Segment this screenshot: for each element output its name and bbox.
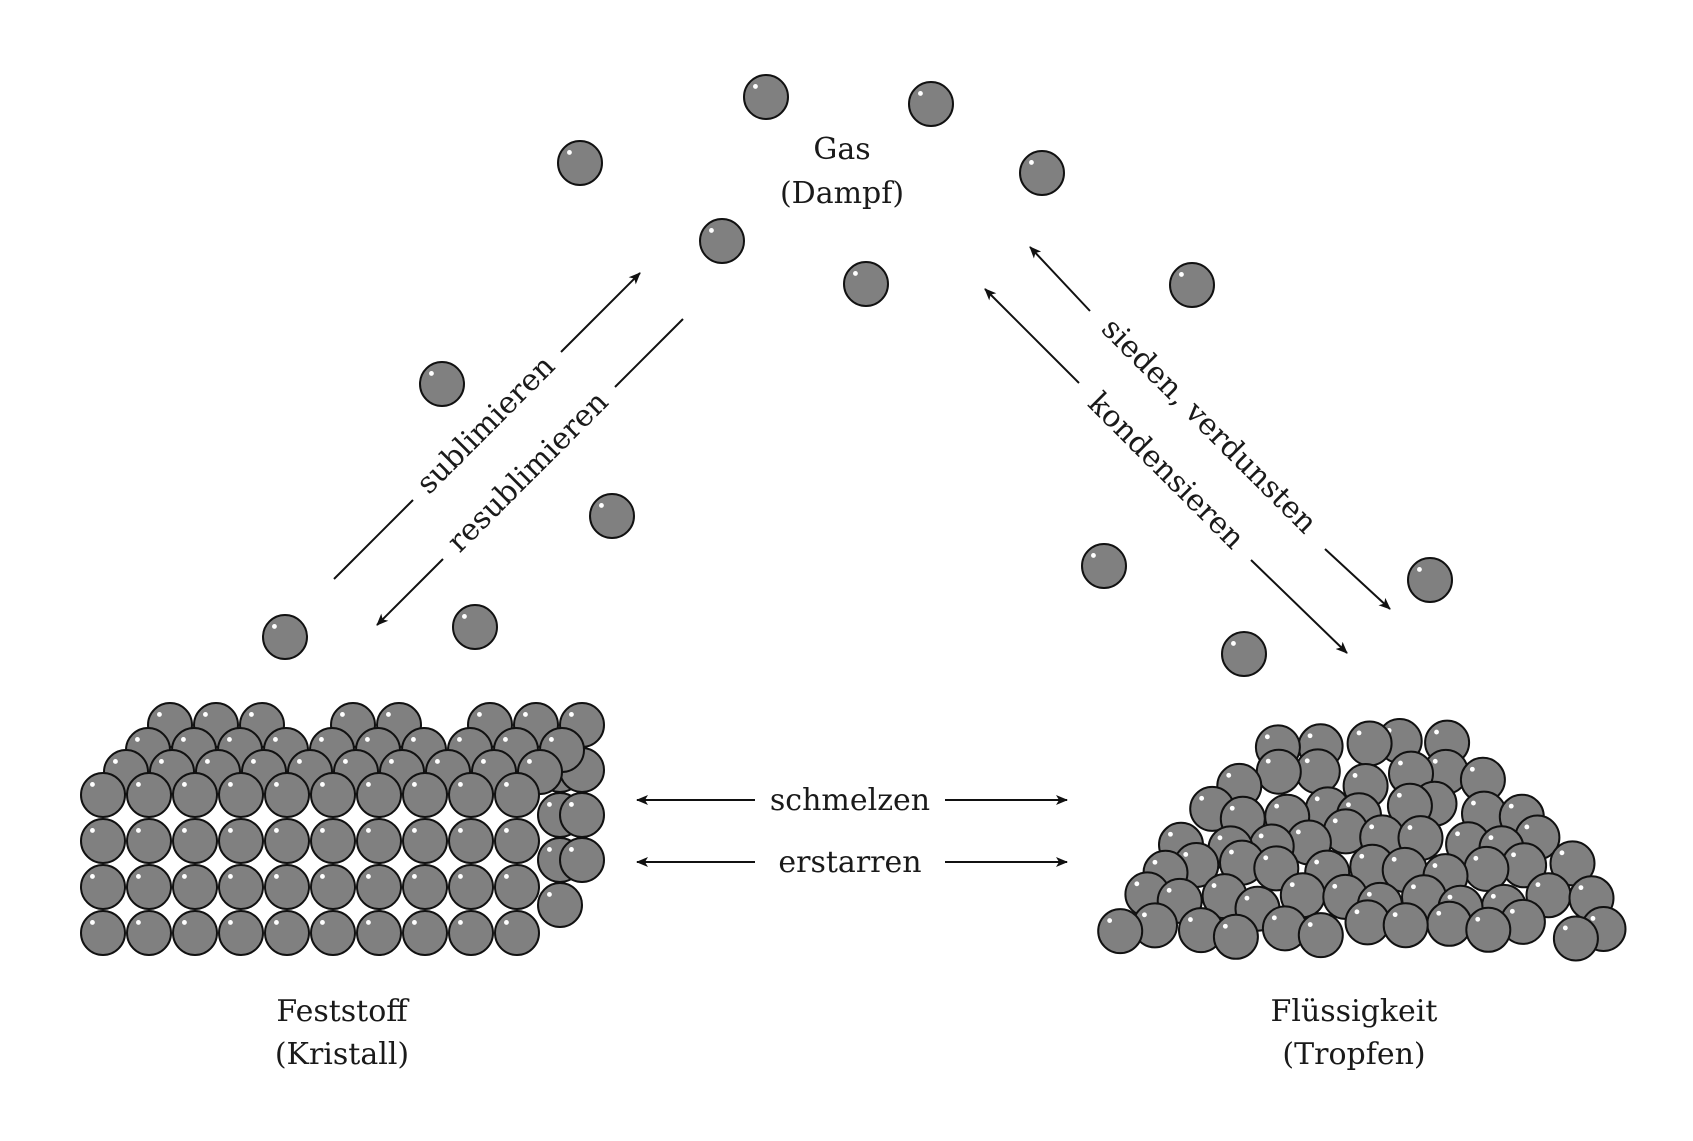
liquid-particle <box>1255 748 1302 795</box>
liquid-particle <box>1261 905 1308 952</box>
gas-particles <box>262 74 1453 677</box>
gas-particle <box>1019 150 1065 196</box>
resublimate-arrow-head <box>376 558 444 626</box>
solid-particle <box>559 837 605 883</box>
liquid-particle <box>1426 900 1473 947</box>
gas-sublabel: (Dampf) <box>780 176 904 211</box>
gas-label: Gas <box>813 132 870 167</box>
solid-particle <box>494 772 540 818</box>
gas-particle <box>908 81 954 127</box>
boil-arrow-head <box>1029 246 1091 312</box>
condense-label: kondensieren <box>1081 386 1251 556</box>
liquid-droplet-particles <box>1097 718 1627 962</box>
gas-particle <box>1169 262 1215 308</box>
solid-particle <box>356 910 402 956</box>
boil-arrow-tail <box>1324 548 1391 610</box>
melt-label: schmelzen <box>770 783 930 818</box>
solid-particle <box>448 864 494 910</box>
solid-particle <box>402 818 448 864</box>
gas-particle <box>699 218 745 264</box>
sublimate-arrow-tail <box>333 499 414 580</box>
solid-particle <box>356 818 402 864</box>
gas-particle <box>1221 631 1267 677</box>
solid-particle <box>356 772 402 818</box>
solid-particle <box>264 864 310 910</box>
solid-particle <box>402 864 448 910</box>
liquid-label: Flüssigkeit <box>1271 994 1438 1029</box>
solid-particle <box>402 910 448 956</box>
solid-particle <box>310 772 356 818</box>
gas-particle <box>1081 543 1127 589</box>
solid-particle <box>264 772 310 818</box>
liquid-particle <box>1465 906 1512 953</box>
solid-particle <box>126 864 172 910</box>
liquid-particle <box>1382 902 1429 949</box>
gas-particle <box>1407 557 1453 603</box>
liquid-sublabel: (Tropfen) <box>1282 1037 1425 1072</box>
solid-particle <box>310 910 356 956</box>
solid-particle <box>310 818 356 864</box>
gas-particle <box>743 74 789 120</box>
liquid-particle <box>1294 748 1341 795</box>
liquid-particle <box>1297 912 1344 959</box>
solidify-label: erstarren <box>778 845 921 880</box>
solid-particle <box>356 864 402 910</box>
solid-particle <box>448 772 494 818</box>
solid-particle <box>80 864 126 910</box>
solid-particle <box>264 818 310 864</box>
liquid-particle <box>1212 913 1259 960</box>
solid-particle <box>494 910 540 956</box>
solid-particle <box>80 818 126 864</box>
solid-sublabel: (Kristall) <box>275 1037 409 1072</box>
solid-crystal-particles <box>80 702 605 956</box>
liquid-particle <box>1097 908 1144 955</box>
resublimate-arrow-tail <box>614 318 684 388</box>
gas-particle <box>262 614 308 660</box>
solid-particle <box>80 910 126 956</box>
solid-particle <box>218 818 264 864</box>
solid-label: Feststoff <box>276 994 410 1029</box>
liquid-particle <box>1552 915 1599 962</box>
gas-particle <box>589 493 635 539</box>
solid-particle <box>172 772 218 818</box>
solid-particle <box>218 910 264 956</box>
gas-particle <box>419 361 465 407</box>
solid-particle <box>448 910 494 956</box>
solid-particle <box>218 772 264 818</box>
sublimate-arrow-head <box>560 272 641 353</box>
solid-particle <box>448 818 494 864</box>
gas-particle <box>452 604 498 650</box>
solid-particle <box>126 910 172 956</box>
resublimate-label: resublimieren <box>440 384 615 559</box>
gas-particle <box>557 140 603 186</box>
gas-particle <box>843 261 889 307</box>
condense-arrow-tail <box>1250 559 1348 654</box>
solid-particle <box>80 772 126 818</box>
liquid-particle <box>1346 720 1393 767</box>
solid-particle <box>264 910 310 956</box>
solid-particle <box>172 910 218 956</box>
solid-particle <box>172 818 218 864</box>
solid-particle <box>402 772 448 818</box>
solid-particle <box>310 864 356 910</box>
solid-particle <box>218 864 264 910</box>
solid-particle <box>559 792 605 838</box>
solid-particle <box>494 864 540 910</box>
solid-particle <box>126 772 172 818</box>
solid-particle <box>494 818 540 864</box>
solid-particle <box>172 864 218 910</box>
solid-particle <box>537 882 583 928</box>
condense-arrow-head <box>984 288 1080 384</box>
solid-particle <box>126 818 172 864</box>
